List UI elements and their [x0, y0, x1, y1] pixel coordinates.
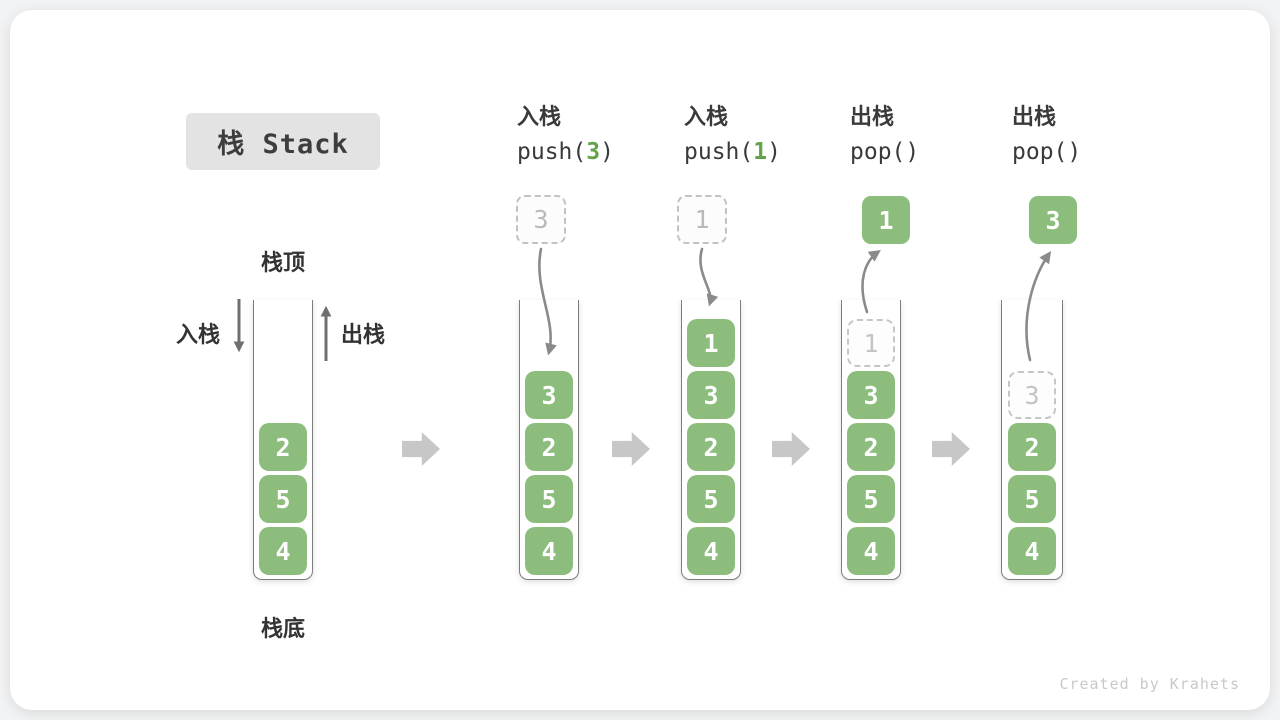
- stack-cell: 4: [259, 527, 307, 575]
- stack-initial: 2 5 4: [253, 300, 313, 580]
- floating-value-push-3: 3: [516, 195, 566, 244]
- call-arg: 1: [753, 139, 768, 165]
- stack-cell: 2: [1008, 423, 1056, 471]
- stack-cell: 5: [687, 475, 735, 523]
- op-cn-label: 入栈: [517, 104, 562, 129]
- stack-cell: 5: [525, 475, 573, 523]
- stack-cell: 3: [525, 371, 573, 419]
- stack-cell: 1: [687, 319, 735, 367]
- op-call-label: push(3): [517, 139, 614, 165]
- stack-cell: 5: [847, 475, 895, 523]
- call-prefix: pop(: [850, 139, 906, 165]
- stack-cells: 1 3 2 5 4: [842, 300, 900, 579]
- header-push-3: 入栈 push(3): [517, 104, 614, 165]
- header-pop-3: 出栈 pop(): [1012, 104, 1081, 165]
- call-prefix: push(: [517, 139, 587, 165]
- stack-cell: 3: [687, 371, 735, 419]
- stack-cells: 3 2 5 4: [1002, 300, 1062, 579]
- stack-top-label: 栈顶: [260, 250, 305, 275]
- stack-cells: 3 2 5 4: [520, 300, 578, 579]
- stack-cell: 2: [525, 423, 573, 471]
- stack-after-push-1: 1 3 2 5 4: [681, 300, 741, 580]
- stack-cell: 4: [1008, 527, 1056, 575]
- stack-cell: 5: [259, 475, 307, 523]
- stack-after-push-3: 3 2 5 4: [519, 300, 579, 580]
- stack-cell: 4: [525, 527, 573, 575]
- diagram-title-label: 栈 Stack: [217, 129, 349, 160]
- call-suffix: ): [767, 139, 781, 165]
- header-pop-1: 出栈 pop(): [850, 104, 919, 165]
- op-cn-label: 出栈: [850, 104, 895, 129]
- call-suffix: ): [600, 139, 614, 165]
- op-cn-label: 入栈: [684, 104, 729, 129]
- push-side-label: 入栈: [176, 322, 221, 347]
- stack-cell-ghost: 3: [1008, 371, 1056, 419]
- floating-value-label: 1: [694, 205, 710, 234]
- op-call-label: pop(): [850, 139, 919, 165]
- call-prefix: pop(: [1012, 139, 1068, 165]
- watermark: Created by Krahets: [1059, 675, 1240, 693]
- stack-cell: 4: [847, 527, 895, 575]
- stack-cell: 2: [687, 423, 735, 471]
- stack-cell: 4: [687, 527, 735, 575]
- header-push-1: 入栈 push(1): [684, 104, 781, 165]
- floating-value-pop-3: 3: [1029, 196, 1077, 244]
- op-call-label: push(1): [684, 139, 781, 165]
- op-call-label: pop(): [1012, 139, 1081, 165]
- floating-value-pop-1: 1: [862, 196, 910, 244]
- floating-value-push-1: 1: [677, 195, 727, 244]
- floating-value-label: 1: [878, 205, 894, 235]
- stack-bottom-label: 栈底: [260, 616, 305, 641]
- stack-after-pop-3: 3 2 5 4: [1001, 300, 1063, 580]
- stack-cells: 1 3 2 5 4: [682, 300, 740, 579]
- stack-cell: 2: [259, 423, 307, 471]
- floating-value-label: 3: [533, 205, 549, 234]
- floating-value-label: 3: [1045, 205, 1061, 235]
- call-suffix: ): [905, 139, 920, 165]
- stack-cells: 2 5 4: [254, 300, 312, 579]
- op-cn-label: 出栈: [1012, 104, 1057, 129]
- stack-cell: 5: [1008, 475, 1056, 523]
- diagram-title: 栈 Stack: [186, 113, 380, 170]
- stack-cell: 2: [847, 423, 895, 471]
- call-suffix: ): [1067, 139, 1082, 165]
- stack-after-pop-1: 1 3 2 5 4: [841, 300, 901, 580]
- stack-cell-ghost: 1: [847, 319, 895, 367]
- call-arg: 3: [586, 139, 601, 165]
- call-prefix: push(: [684, 139, 754, 165]
- pop-side-label: 出栈: [341, 322, 386, 347]
- stack-cell: 3: [847, 371, 895, 419]
